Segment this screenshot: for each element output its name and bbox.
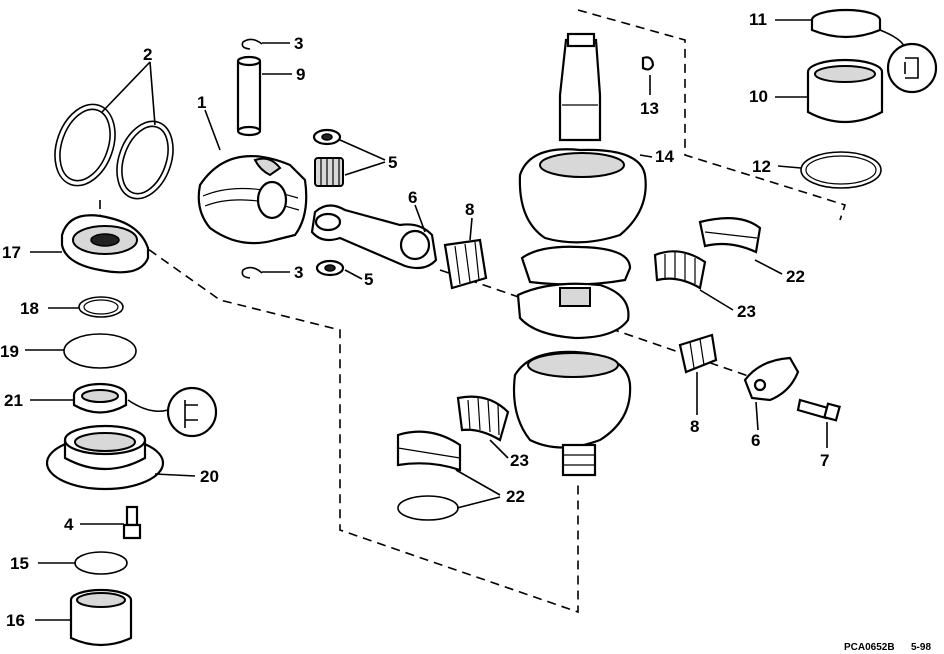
connecting-rod [310,204,438,270]
callout-12: 12 [752,157,771,176]
callout-23-left: 23 [510,451,529,470]
callout-7: 7 [820,451,829,470]
callout-23-right: 23 [737,302,756,321]
callout-6-cap: 6 [751,431,760,450]
callout-4: 4 [64,515,74,534]
crankshaft [512,32,647,477]
piston [197,154,308,245]
rod-bolt [796,398,841,422]
crankpin-bearing-lower [678,333,718,374]
callout-13: 13 [640,99,659,118]
grease-symbol-lower [127,386,218,438]
callout-22-left: 22 [506,487,525,506]
lock-ring-bottom [241,266,263,279]
callout-22-right: 22 [786,267,805,286]
housing-screw [122,505,142,540]
o-ring [74,551,128,575]
callout-5-bottom: 5 [364,270,373,289]
ball-bearing [60,214,150,274]
piston-pin [236,55,262,137]
lock-ring-top [241,38,263,50]
callout-8-bottom: 8 [690,417,699,436]
callout-6-rod: 6 [408,188,417,207]
crankpin-bearing-upper [443,238,488,290]
oil-seal [72,382,128,414]
callout-14: 14 [655,147,674,166]
seal-sleeve [69,588,133,647]
o-ring-small [78,296,124,318]
callout-19: 19 [0,342,19,361]
callout-17: 17 [2,243,21,262]
callout-10: 10 [749,87,768,106]
o-ring-large [63,333,137,369]
needle-bearing-left [456,395,510,442]
rod-cap [743,356,800,402]
upper-main-bearing [806,58,884,123]
callout-11: 11 [749,10,767,29]
callout-18: 18 [20,299,39,318]
callout-16: 16 [6,611,25,630]
callout-labels: 1 2 3 9 5 6 8 3 5 13 14 11 10 12 22 23 1… [0,10,829,630]
main-bearing-half-right [698,217,762,254]
grease-symbol-upper [879,29,938,94]
callout-20: 20 [200,467,219,486]
callout-2: 2 [143,45,152,64]
needle-bearing-right [653,250,707,290]
assembly-dashed-lines [99,9,847,614]
callout-15: 15 [10,554,29,573]
callout-8-top: 8 [465,200,474,219]
bearing-retaining-ring [397,495,459,521]
main-bearing-half-lower [396,430,462,472]
figure-reference-code: PCA0652B [844,642,895,653]
bearing-ring [810,8,882,39]
piston-rings [54,103,174,200]
bearing-housing [45,424,165,491]
wrist-pin-bearing-washers [312,128,345,277]
figure-reference-date: 5-98 [911,642,931,653]
leader-lines [25,19,828,621]
callout-3-bottom: 3 [294,263,303,282]
woodruff-key [641,56,655,71]
callout-1: 1 [197,93,206,112]
callout-5-top: 5 [388,153,397,172]
callout-9: 9 [296,65,305,84]
retaining-ring [800,151,882,189]
callout-21: 21 [4,391,23,410]
callout-3-top: 3 [294,34,303,53]
